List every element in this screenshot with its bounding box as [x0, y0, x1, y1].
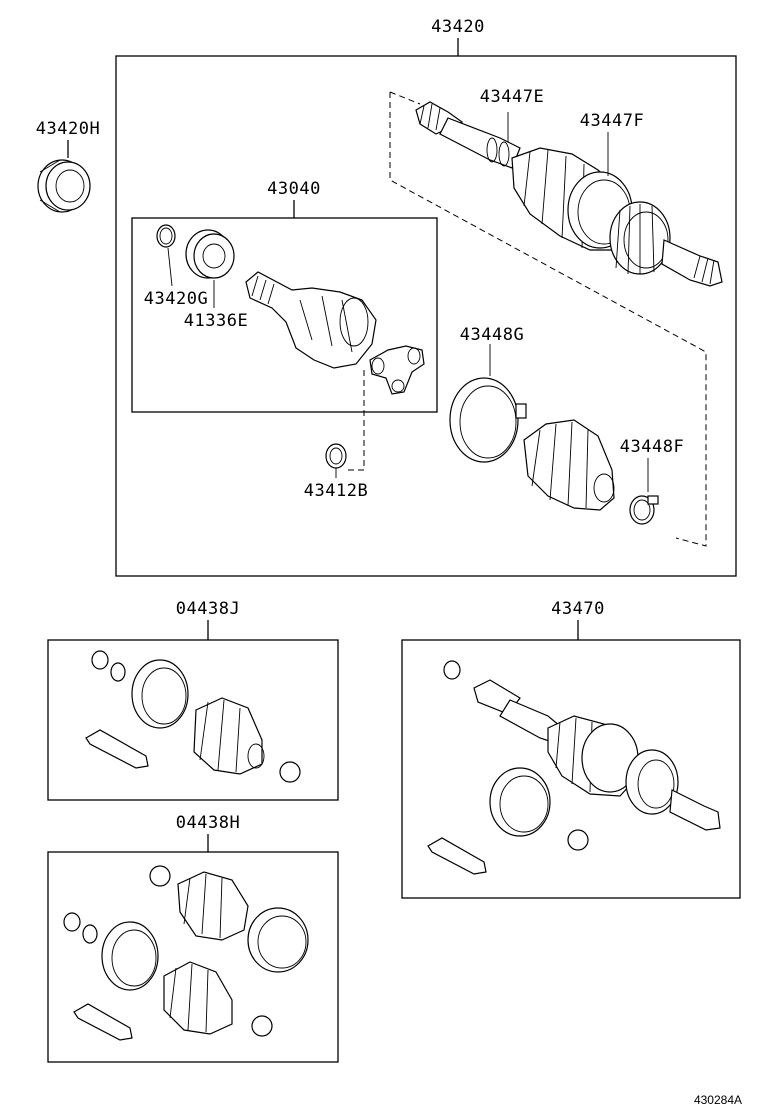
kit-04438H: 04438H: [47, 813, 339, 1063]
subassembly-43040-frame: [131, 217, 438, 413]
clamp-43448G: [449, 377, 519, 463]
label-43040: 43040: [267, 179, 321, 199]
kit-04438J: 04438J: [47, 599, 339, 801]
label-43448G: 43448G: [460, 325, 524, 345]
label-43412B: 43412B: [304, 481, 368, 501]
label-43420H: 43420H: [36, 119, 100, 139]
subassembly-43040: 43040 43420G 41336E: [131, 179, 438, 413]
label-04438J: 04438J: [176, 599, 240, 619]
assembly-43470-frame: [401, 639, 741, 899]
kit-04438J-frame: [47, 639, 339, 801]
kit-04438H-frame: [47, 851, 339, 1063]
label-43420: 43420: [431, 17, 485, 37]
inboard-boot: [523, 419, 615, 511]
tripod-joint: [369, 345, 425, 395]
label-43448F: 43448F: [620, 437, 684, 457]
drive-shaft: [439, 117, 521, 169]
label-43447F: 43447F: [580, 111, 644, 131]
assembly-43420-frame: [115, 55, 737, 577]
outboard-shaft: 43447E 43447F: [389, 87, 723, 547]
label-04438H: 04438H: [176, 813, 240, 833]
part-43420H: 43420H: [36, 119, 100, 213]
figure-code: 430284A: [694, 1093, 742, 1107]
assembly-43420: 43420: [115, 17, 737, 577]
inboard-joint-housing: [245, 271, 377, 369]
label-43420G: 43420G: [144, 289, 208, 309]
part-43412B: 43412B: [304, 370, 368, 501]
assembly-43470: 43470: [401, 599, 741, 899]
label-43447E: 43447E: [480, 87, 544, 107]
label-41336E: 41336E: [184, 311, 248, 331]
label-43470: 43470: [551, 599, 605, 619]
inboard-boot-group: 43448G 43448F: [449, 325, 684, 525]
